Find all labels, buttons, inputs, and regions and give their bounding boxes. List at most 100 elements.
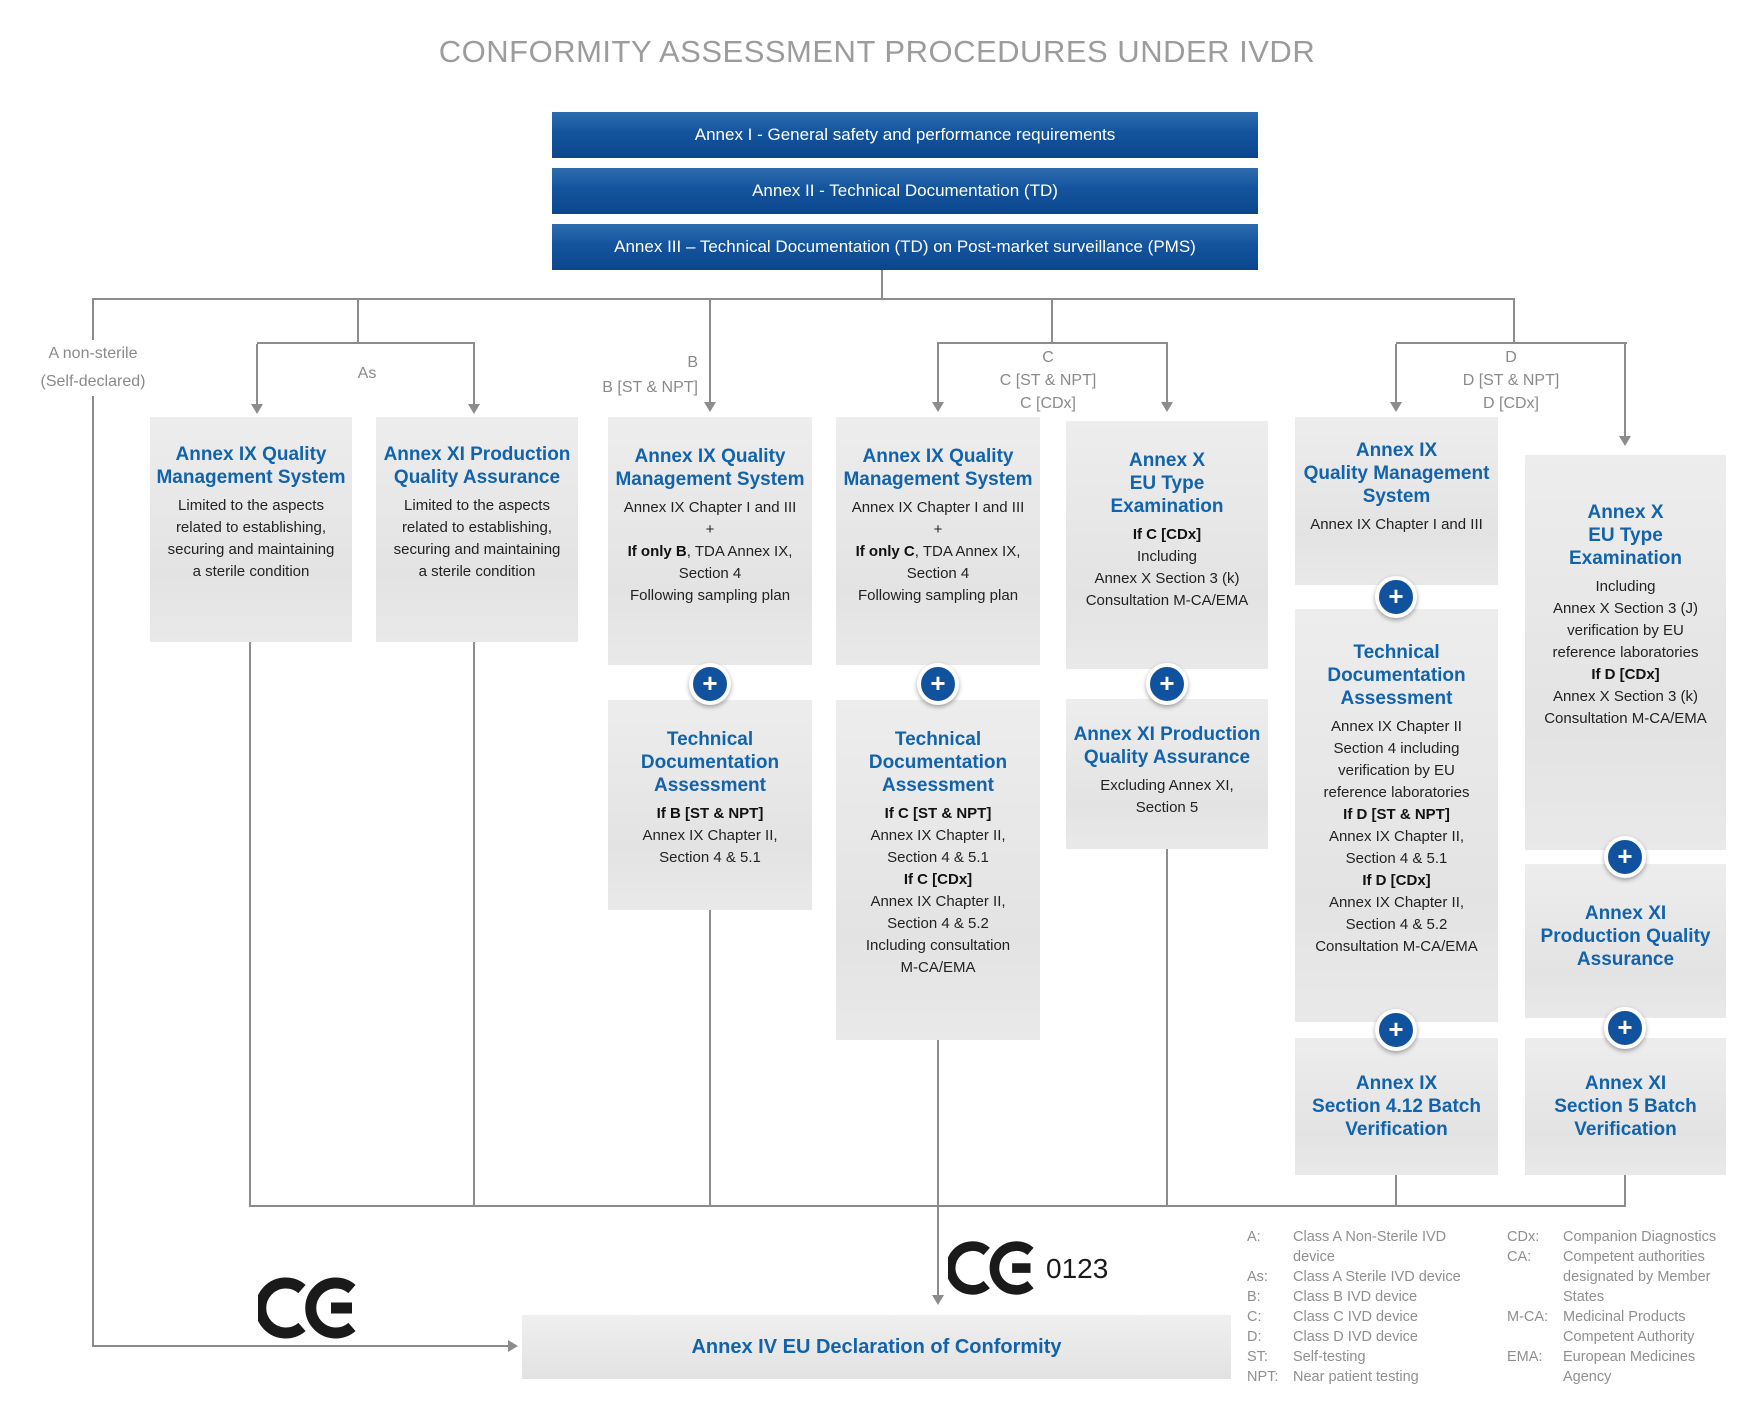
branch-label-b-line2: B [ST & NPT]: [602, 379, 698, 396]
arrowhead-d-left: [1390, 402, 1402, 412]
branch-label-a-line2: (Self-declared): [40, 373, 146, 390]
connector-c-right: [1166, 344, 1168, 404]
box-d-annex-ix-qms-body: Annex IX Chapter I and III: [1310, 516, 1483, 533]
arrowhead-to-declaration: [932, 1295, 944, 1305]
connector-as-drop: [357, 300, 359, 344]
connector-main-horizontal: [92, 298, 1515, 300]
legend-term: As:: [1247, 1269, 1268, 1285]
banner-annex-ii-label: Annex II - Technical Documentation (TD): [752, 181, 1058, 200]
banner-annex-iii: Annex III – Technical Documentation (TD)…: [552, 224, 1258, 270]
connector-d-bracket: [1396, 342, 1627, 344]
connector-d-drop: [1513, 300, 1515, 344]
connector-c-bracket: [937, 342, 1168, 344]
arrowhead-a-to-declaration: [508, 1340, 518, 1352]
connector-c-left: [937, 344, 939, 404]
branch-label-c-line1: C: [1042, 349, 1054, 366]
ce-mark-0123-icon: [945, 1240, 1036, 1296]
connector-a-bottom: [92, 1345, 516, 1347]
arrowhead-as-right: [468, 404, 480, 414]
legend-term: CA:: [1507, 1249, 1532, 1265]
legend-def: Class A Non-Sterile IVD device: [1293, 1229, 1447, 1265]
legend-def: Near patient testing: [1293, 1369, 1419, 1385]
box-c-annex-xi-pqa-body: Excluding Annex XI,Section 5: [1100, 777, 1234, 816]
branch-label-d-line1: D: [1505, 349, 1517, 366]
connector-cpqa-down: [1166, 849, 1168, 1207]
arrowhead-as-left: [251, 404, 263, 414]
arrowhead-d-right: [1619, 436, 1631, 446]
connector-bottom-bracket: [249, 1205, 1626, 1207]
ce-mark-icon: [255, 1276, 358, 1340]
box-b-annex-ix-qms-body: Annex IX Chapter I and III+If only B, TD…: [623, 499, 797, 604]
legend-term: EMA:: [1507, 1349, 1543, 1365]
notified-body-number: 0123: [1046, 1253, 1109, 1284]
legend-left-column: A: Class A Non-Sterile IVD device As: Cl…: [1247, 1227, 1477, 1387]
legend-def: Class B IVD device: [1293, 1289, 1418, 1305]
legend-term: C:: [1247, 1309, 1262, 1325]
box-b-tda-body: If B [ST & NPT]Annex IX Chapter II,Secti…: [642, 805, 778, 866]
plus-icon: +: [1375, 576, 1417, 618]
connector-as-bracket: [257, 342, 475, 344]
legend-def: Companion Diagnostics: [1563, 1229, 1717, 1245]
branch-label-b: B B [ST & NPT]: [560, 350, 698, 400]
connector-aspqa-down: [473, 642, 475, 1207]
connector-d2batch-down: [1624, 1175, 1626, 1207]
arrowhead-b: [704, 402, 716, 412]
connector-as-left: [256, 344, 258, 406]
banner-annex-ii: Annex II - Technical Documentation (TD): [552, 168, 1258, 214]
legend-term: ST:: [1247, 1349, 1268, 1365]
banner-annex-iii-label: Annex III – Technical Documentation (TD)…: [614, 237, 1196, 256]
legend-def: Class D IVD device: [1293, 1329, 1418, 1345]
connector-asqms-down: [249, 642, 251, 1207]
connector-btda-down: [709, 910, 711, 1207]
legend-term: M-CA:: [1507, 1309, 1549, 1325]
legend-term: NPT:: [1247, 1369, 1279, 1385]
connector-a-vertical: [92, 300, 94, 1346]
connector-as-right: [473, 344, 475, 406]
branch-label-a: A non-sterile (Self-declared): [20, 340, 166, 396]
box-annex-iv-declaration: Annex IV EU Declaration of Conformity: [522, 1315, 1231, 1379]
legend-term: CDx:: [1507, 1229, 1540, 1245]
plus-icon: +: [689, 663, 731, 705]
branch-label-c-line3: C [CDx]: [1020, 395, 1076, 412]
page-title: CONFORMITY ASSESSMENT PROCEDURES UNDER I…: [438, 34, 1316, 69]
branch-label-c: C C [ST & NPT] C [CDx]: [968, 346, 1128, 415]
plus-icon: +: [1146, 663, 1188, 705]
connector-ctda-down: [937, 1040, 939, 1297]
connector-trunk: [881, 270, 883, 298]
connector-dbatch-down: [1395, 1175, 1397, 1207]
branch-label-as: As: [357, 365, 377, 382]
arrowhead-c-left: [932, 402, 944, 412]
legend-def: Medicinal Products Competent Authority: [1563, 1309, 1695, 1345]
branch-label-c-line2: C [ST & NPT]: [999, 372, 1097, 389]
legend-right-column: CDx: Companion Diagnostics CA: Competent…: [1507, 1227, 1733, 1387]
annex-iv-declaration-label: Annex IV EU Declaration of Conformity: [691, 1335, 1062, 1358]
branch-label-b-line1: B: [687, 354, 698, 371]
plus-icon: +: [917, 663, 959, 705]
